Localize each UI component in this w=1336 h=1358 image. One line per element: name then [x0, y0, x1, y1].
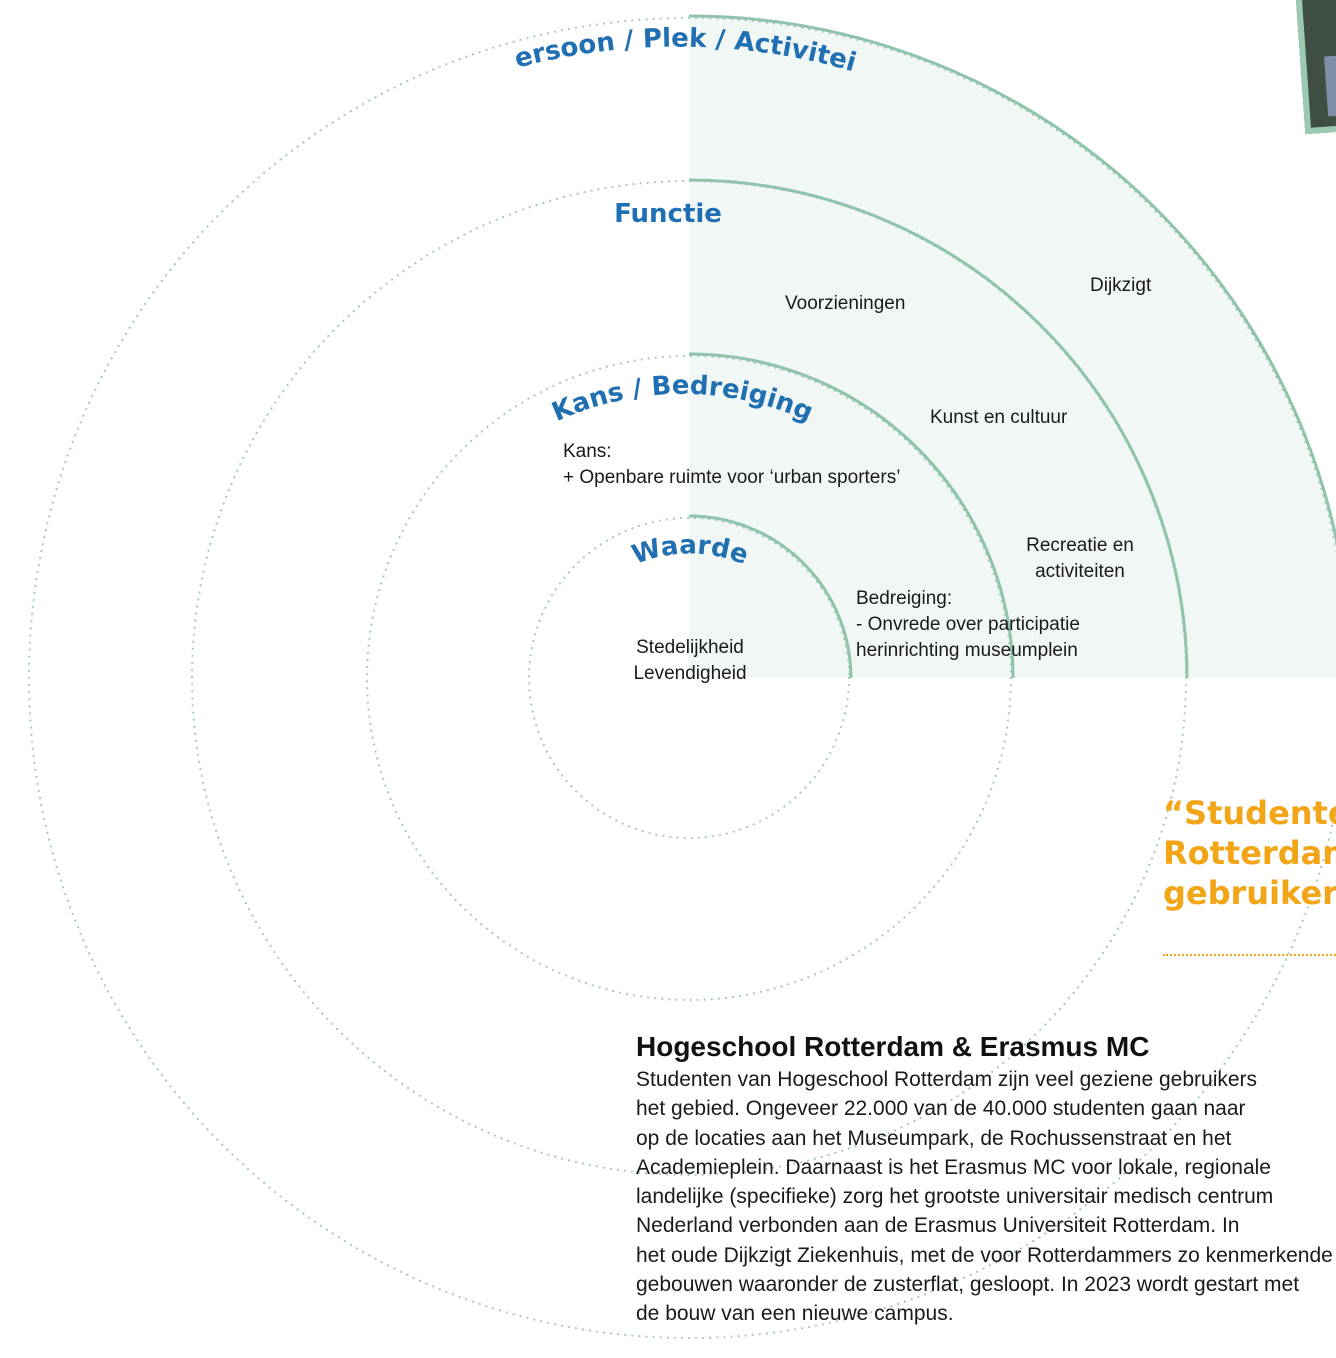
article-line: het gebied. Ongeveer 22.000 van de 40.00… — [636, 1097, 1246, 1121]
pull-quote-line3: gebruikers — [1163, 874, 1336, 912]
item-bedreiging-line2: herinrichting museumplein — [856, 640, 1078, 661]
article-body: Studenten van Hogeschool Rotterdam zijn … — [636, 1065, 1336, 1329]
item-waarde-line1: Stedelijkheid — [636, 637, 744, 658]
article-line: de bouw van een nieuwe campus. — [636, 1302, 954, 1326]
ring-waarde-dotted — [527, 516, 851, 840]
quadrant-fill — [689, 15, 1336, 678]
pull-quote: “Studente Rotterdam gebruikers — [1163, 793, 1336, 913]
article-line: het oude Dijkzigt Ziekenhuis, met de voo… — [636, 1243, 1333, 1267]
item-waarde-line2: Levendigheid — [633, 663, 747, 684]
article-line: Nederland verbonden aan de Erasmus Unive… — [636, 1214, 1240, 1238]
quote-divider — [1163, 954, 1336, 956]
article-title: Hogeschool Rotterdam & Erasmus MC — [636, 1031, 1150, 1062]
arc-kans-solid — [688, 352, 1015, 679]
article-line: gebouwen waaronder de zusterflat, gesloo… — [636, 1273, 1300, 1297]
item-kans: Kans: + Openbare ruimte voor ‘urban spor… — [563, 439, 900, 491]
article-line: landelijke (specifieke) zorg het grootst… — [636, 1185, 1274, 1209]
item-kans-text: + Openbare ruimte voor ‘urban sporters’ — [563, 467, 901, 488]
item-dijkzigt: Dijkzigt — [1090, 275, 1152, 296]
ring-outer-dotted — [28, 17, 1336, 1339]
item-recreatie-line2: activiteiten — [1035, 561, 1125, 582]
item-bedreiging: Bedreiging: - Onvrede over participatie … — [856, 586, 1080, 664]
ring-kans-dotted — [365, 354, 1013, 1002]
arc-functie-solid — [688, 178, 1189, 679]
article-line: Academieplein. Daarnaast is het Erasmus … — [636, 1155, 1271, 1179]
pull-quote-line2: Rotterdam — [1163, 834, 1336, 872]
item-voorzieningen: Voorzieningen — [785, 293, 906, 314]
pull-quote-line1: “Studente — [1163, 794, 1336, 832]
item-kans-label: Kans: — [563, 441, 612, 462]
article-line: Studenten van Hogeschool Rotterdam zijn … — [636, 1068, 1258, 1091]
item-waarde: Stedelijkheid Levendigheid — [610, 635, 770, 687]
item-bedreiging-label: Bedreiging: — [856, 588, 953, 609]
arc-waarde-solid — [688, 514, 853, 679]
item-recreatie-line1: Recreatie en — [1026, 535, 1134, 556]
ring-title-functie: Functie — [614, 199, 722, 229]
article: Hogeschool Rotterdam & Erasmus MC Studen… — [636, 1029, 1336, 1329]
item-recreatie: Recreatie en activiteiten — [1010, 533, 1150, 585]
article-line: op de locaties aan het Museumpark, de Ro… — [636, 1126, 1232, 1150]
arc-outer-solid — [688, 14, 1336, 546]
item-kunst: Kunst en cultuur — [930, 407, 1068, 428]
item-bedreiging-line1: - Onvrede over participatie — [856, 614, 1080, 635]
